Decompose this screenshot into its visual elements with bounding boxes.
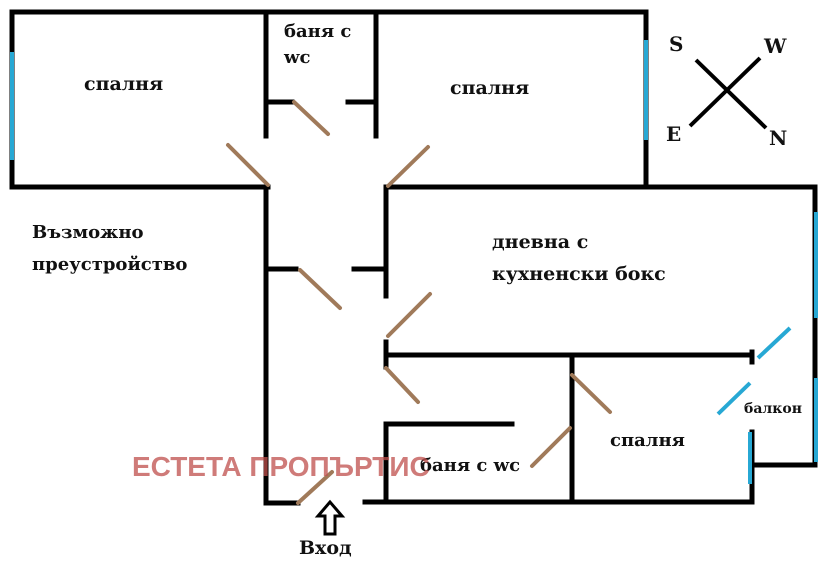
label-remodel-line1: Възможно (32, 222, 144, 243)
doors (226, 100, 612, 505)
door-bedroom-top-left (226, 143, 270, 187)
label-bedroom-bottom: спалня (610, 430, 685, 451)
label-remodel-line2: преустройство (32, 254, 187, 275)
door-bedroom-bottom (570, 373, 612, 414)
windows (10, 40, 818, 484)
arrow-up-outline-icon (314, 499, 346, 536)
compass-south: S (669, 32, 683, 56)
label-bathroom-top-line1: баня с (284, 21, 351, 42)
compass-west: W (763, 34, 787, 58)
label-bathroom-top-line2: wc (283, 47, 310, 68)
door-corridor-closet (384, 366, 420, 404)
door-bedroom-top-right (386, 145, 430, 188)
compass: S W E N (666, 32, 787, 150)
door-remodel-room (298, 268, 342, 310)
label-bedroom-top-right: спалня (450, 77, 529, 99)
watermark: ЕСТЕТА ПРОПЪРТИС (132, 451, 430, 482)
label-living-line1: дневна с (492, 231, 588, 253)
balcony-door-upper (756, 326, 792, 360)
door-bathroom-bottom (530, 426, 572, 468)
compass-north: N (769, 126, 787, 150)
door-living-room (386, 292, 432, 338)
walls (9, 9, 818, 506)
compass-east: E (666, 122, 681, 146)
door-bathroom-top (292, 100, 330, 136)
label-entrance: Вход (299, 537, 352, 559)
label-bedroom-top-left: спалня (84, 73, 163, 95)
balcony-door-lower (716, 381, 752, 416)
label-bathroom-bottom: баня с wc (420, 455, 520, 476)
door-entrance (296, 470, 334, 505)
label-balcony: балкон (744, 401, 802, 417)
label-living-line2: кухненски бокс (492, 263, 666, 285)
